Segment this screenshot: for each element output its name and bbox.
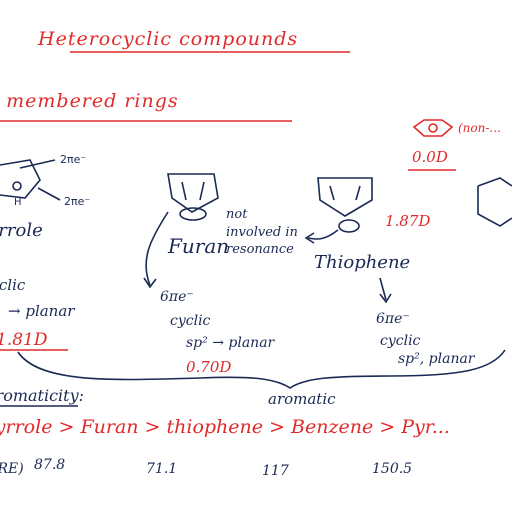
benzene-dipole: 0.0D (412, 148, 448, 166)
furan-down-arrowhead (143, 277, 157, 289)
furan-name: Furan (168, 234, 230, 258)
furan-dipole: 0.70D (186, 358, 232, 376)
resonance-energy-furan: 71.1 (146, 461, 178, 477)
furan-note: not involved in resonance (226, 207, 298, 258)
aromaticity-label: aromaticity: (0, 386, 85, 405)
pyrrole-prop-2: → planar (8, 302, 75, 320)
thiophene-dipole: 1.87D (385, 212, 431, 230)
thiophene-inner-line-2 (355, 185, 361, 201)
pyrrole-dipole: 1.81D (0, 330, 48, 350)
pyrrole-prop-1: cyclic (0, 276, 26, 294)
resonance-energy-thiophene: 117 (262, 463, 289, 479)
thiophene-ring (317, 177, 373, 217)
thiophene-prop-1: 6πe⁻ (376, 311, 410, 327)
furan-prop-1: 6πe⁻ (160, 289, 194, 305)
thiophene-arrow (307, 229, 339, 240)
thiophene-arrowhead (304, 232, 315, 244)
benzene-label: (non-... (458, 121, 501, 135)
resonance-energy-benzene: 150.5 (372, 461, 413, 477)
benzene-circle (428, 123, 438, 133)
pyrrole-name: Pyrrole (0, 220, 43, 241)
pyridine-ring (477, 177, 512, 227)
furan-ring (167, 173, 219, 213)
furan-down-arrow (145, 211, 169, 286)
resonance-energy-pyrrole: 87.8 (34, 457, 66, 473)
section-subtitle: five membered rings (0, 90, 179, 112)
pyrrole-lone-pair (12, 181, 22, 191)
pyrrole-arrow-1 (19, 159, 56, 169)
pyrrole-ring (0, 159, 41, 199)
page-title: Heterocyclic compounds (38, 28, 299, 50)
furan-lone-pair (179, 207, 207, 221)
thiophene-prop-2: cyclic (380, 333, 421, 349)
furan-inner-line-2 (199, 181, 205, 201)
thiophene-inner-line (329, 185, 335, 201)
thiophene-down-arrow (379, 277, 387, 301)
furan-prop-3: sp² → planar (186, 335, 275, 351)
thiophene-name: Thiophene (314, 252, 411, 273)
aromatic-bracket-label: aromatic (268, 390, 336, 408)
aromatic-bracket (17, 349, 506, 389)
pyrrole-double-bond-label: 2πe⁻ (64, 195, 91, 208)
thiophene-lone-pair (338, 219, 360, 233)
furan-inner-line (181, 181, 187, 201)
aromaticity-order: Pyrrole > Furan > thiophene > Benzene > … (0, 416, 450, 438)
resonance-energy-label: (RE) (0, 461, 24, 477)
thiophene-prop-3: sp², planar (398, 351, 475, 367)
pyrrole-lone-pair-label: 2πe⁻ (60, 153, 87, 166)
thiophene-down-arrowhead (379, 293, 392, 304)
furan-prop-2: cyclic (170, 313, 211, 329)
benzene-hexagon (412, 119, 454, 137)
pyrrole-arrow-2 (37, 187, 61, 201)
pyrrole-h-label: H (14, 197, 22, 208)
